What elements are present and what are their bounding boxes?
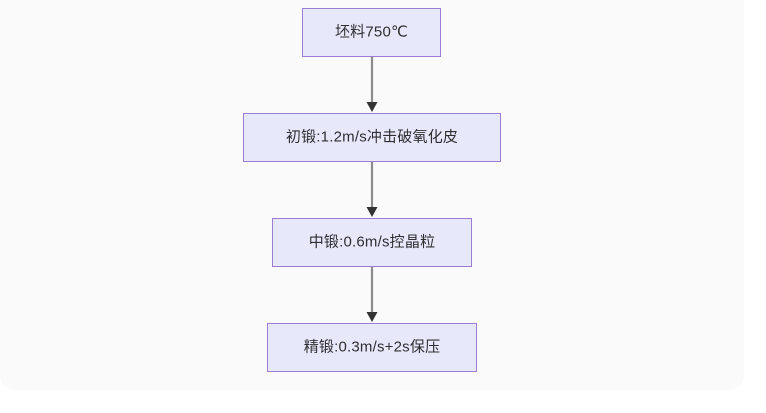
flow-node-rough-forge-label: 初锻:1.2m/s冲击破氧化皮 xyxy=(285,128,459,146)
flow-node-finish-forge-label: 精锻:0.3m/s+2s保压 xyxy=(303,338,441,356)
flow-node-mid-forge-label: 中锻:0.6m/s控晶粒 xyxy=(308,233,436,251)
flow-node-billet[interactable]: 坯料750℃ xyxy=(302,8,441,57)
connector-mid-forge-to-finish-forge xyxy=(366,267,378,322)
flow-node-rough-forge[interactable]: 初锻:1.2m/s冲击破氧化皮 xyxy=(243,113,501,162)
arrowhead-icon xyxy=(366,207,378,217)
flow-node-finish-forge[interactable]: 精锻:0.3m/s+2s保压 xyxy=(267,323,477,372)
flow-node-mid-forge[interactable]: 中锻:0.6m/s控晶粒 xyxy=(272,218,472,267)
connector-rough-forge-to-mid-forge xyxy=(366,162,378,217)
flow-node-billet-label: 坯料750℃ xyxy=(334,23,409,41)
flowchart-canvas: 坯料750℃ 初锻:1.2m/s冲击破氧化皮 中锻:0.6m/s控晶粒 精锻:0… xyxy=(243,8,501,372)
arrowhead-icon xyxy=(366,312,378,322)
arrowhead-icon xyxy=(366,102,378,112)
connector-billet-to-rough-forge xyxy=(366,57,378,112)
